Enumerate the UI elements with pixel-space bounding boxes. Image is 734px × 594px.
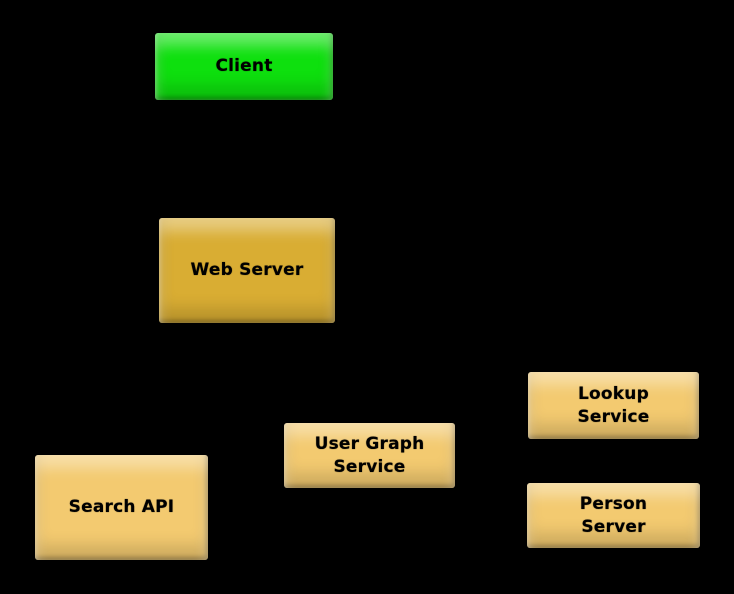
node-user-graph-service-label: User Graph Service xyxy=(314,434,425,477)
node-search-api: Search API xyxy=(35,455,208,560)
node-search-api-label: Search API xyxy=(68,497,175,518)
node-client: Client xyxy=(155,33,333,100)
node-user-graph-service: User Graph Service xyxy=(284,423,455,488)
node-lookup-service-label: Lookup Service xyxy=(577,384,650,427)
node-client-label: Client xyxy=(215,56,273,77)
node-web-server: Web Server xyxy=(159,218,335,323)
node-person-server: Person Server xyxy=(527,483,700,548)
node-lookup-service: Lookup Service xyxy=(528,372,699,439)
node-person-server-label: Person Server xyxy=(579,494,648,537)
node-web-server-label: Web Server xyxy=(190,260,304,281)
